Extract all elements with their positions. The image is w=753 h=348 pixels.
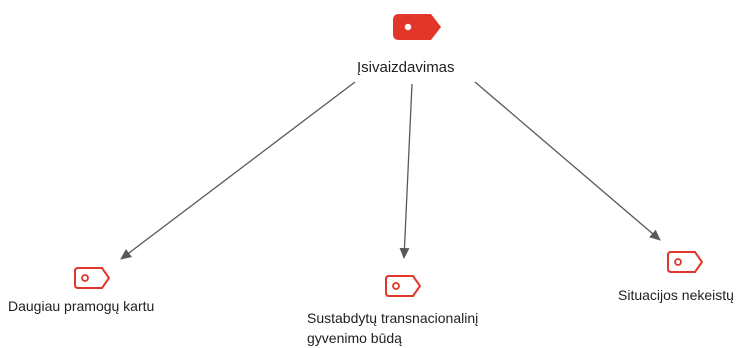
edge-root-to-child-3	[474, 81, 661, 241]
root-node-label[interactable]: Įsivaizdavimas	[357, 59, 455, 76]
child-2-label[interactable]: Sustabdytų transnacionalinį gyvenimo būd…	[307, 308, 478, 348]
child-1-label[interactable]: Daugiau pramogų kartu	[8, 298, 155, 314]
child-1-tag-icon[interactable]	[74, 267, 111, 289]
child-2-label-line-2: gyvenimo būdą	[307, 330, 402, 346]
child-3-tag-icon[interactable]	[667, 251, 704, 273]
child-2-label-line-1: Sustabdytų transnacionalinį	[307, 310, 479, 326]
edge-root-to-child-1	[120, 81, 356, 260]
root-tag-icon[interactable]	[393, 14, 441, 40]
child-3-label[interactable]: Situacijos nekeistų	[618, 287, 734, 303]
edge-root-to-child-2	[399, 83, 413, 259]
child-2-tag-icon[interactable]	[385, 275, 422, 297]
